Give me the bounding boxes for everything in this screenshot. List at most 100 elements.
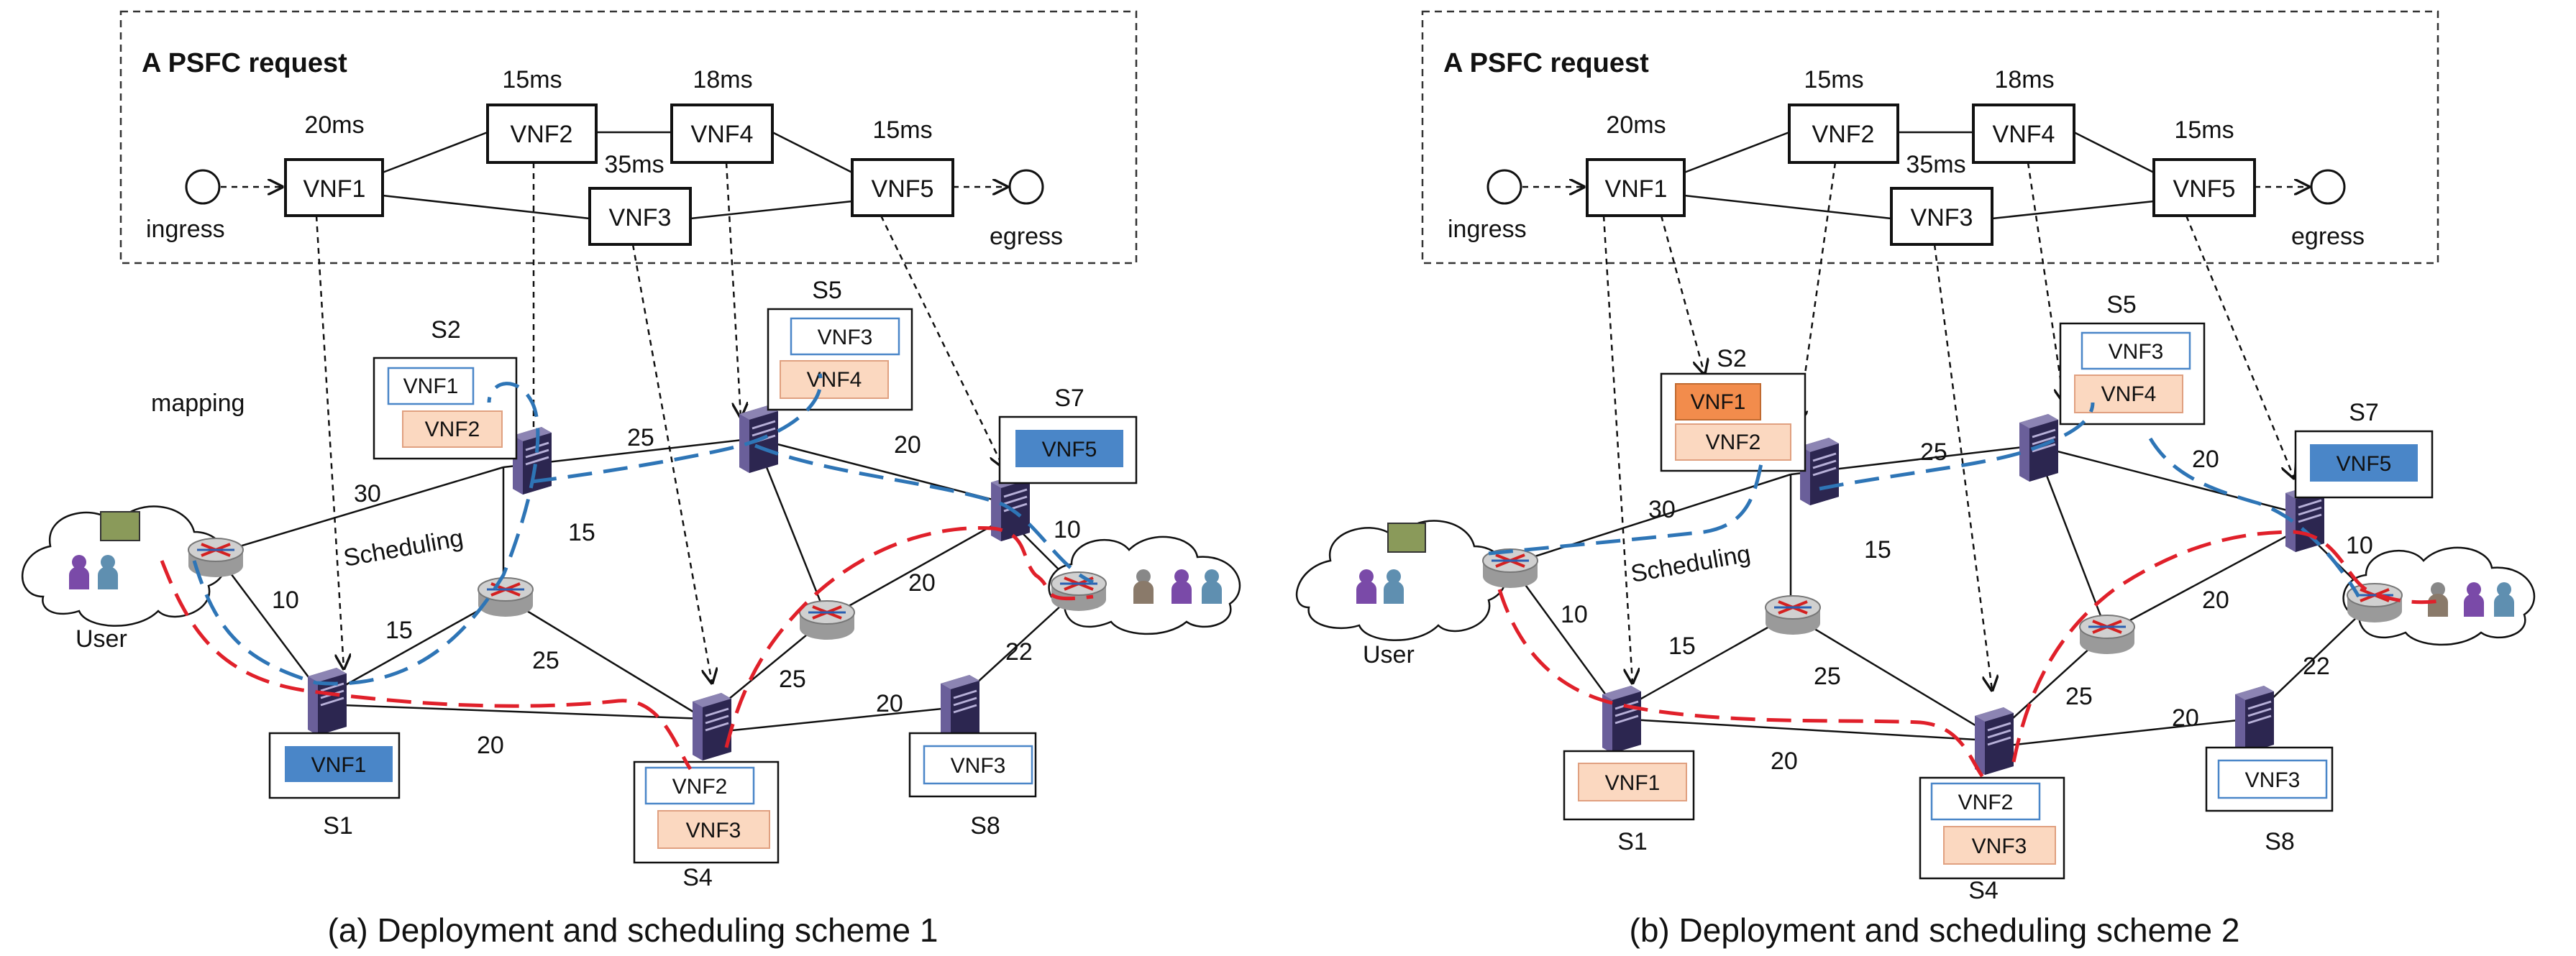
delay-vnf3: 35ms	[604, 151, 664, 178]
server-s7-label: S7	[1054, 385, 1084, 412]
psfc-request-box	[119, 10, 1138, 265]
vnf-slot	[644, 766, 755, 805]
router-icon	[798, 599, 856, 641]
vnf-slot-label: VNF2	[425, 418, 480, 441]
sfc-vnf1-label: VNF1	[303, 175, 366, 203]
vnf-slot-label: VNF1	[1691, 390, 1746, 414]
sfc-vnf1	[1586, 158, 1686, 217]
vnf-slot-label: VNF3	[2245, 768, 2301, 792]
caption-a: (a) Deployment and scheduling scheme 1	[328, 911, 938, 949]
request-title: A PSFC request	[142, 48, 347, 78]
sfc-vnf5-label: VNF5	[872, 175, 934, 203]
sfc-vnf2	[1788, 104, 1899, 164]
vnf-slot	[1015, 430, 1123, 467]
vnf-slot-label: VNF5	[1042, 438, 1097, 461]
scheduling-path-red	[160, 560, 693, 771]
vnf-slot-label: VNF2	[672, 775, 728, 799]
panel-a: A PSFC request ingress egress VNF1 20ms …	[21, 10, 1241, 949]
scheduling-path-blue	[754, 443, 1094, 584]
scheduling-label: Scheduling	[342, 524, 465, 572]
router-icon	[2078, 614, 2136, 656]
sfc-vnf5	[851, 158, 954, 217]
server-s1-label: S1	[1617, 828, 1648, 855]
server-s8-label: S8	[2265, 828, 2295, 855]
link-weight: 10	[272, 587, 299, 614]
user-label: User	[76, 625, 127, 653]
scheduling-path-blue	[2148, 437, 2361, 598]
link-weight: 10	[1561, 601, 1588, 628]
terminal-icon	[1387, 523, 1426, 553]
egress-label: egress	[990, 223, 1063, 250]
sfc-vnf3	[1890, 187, 1993, 246]
sfc-vnf4-label: VNF4	[691, 121, 754, 148]
vnf-slot-label: VNF3	[818, 326, 873, 349]
sfc-vnf1-label: VNF1	[1605, 175, 1668, 203]
vnf-slot-label: VNF1	[311, 753, 367, 777]
router-icon	[1764, 594, 1822, 636]
link-weight: 20	[2202, 587, 2229, 614]
vnf-slot	[402, 410, 503, 448]
caption-b: (b) Deployment and scheduling scheme 2	[1630, 911, 2240, 949]
vnf-slot-label: VNF3	[951, 754, 1006, 778]
server-s4-label: S4	[682, 864, 713, 891]
delay-vnf2: 15ms	[1804, 66, 1863, 93]
panel-b: A PSFC request ingress egress VNF1 20ms …	[1296, 10, 2536, 949]
link-weight: 30	[354, 480, 381, 507]
server-s8-icon	[2234, 684, 2275, 755]
vnf-slot-label: VNF4	[807, 368, 862, 392]
link-weight: 25	[627, 424, 654, 451]
server-s1-icon	[1601, 684, 1643, 755]
egress-cloud	[2342, 546, 2536, 646]
vnf-slot	[1578, 763, 1687, 801]
link-weight: 15	[568, 519, 595, 546]
egress-node	[1008, 169, 1044, 205]
link-weight: 20	[477, 732, 504, 759]
vnf-slot	[2217, 759, 2328, 799]
scheduling-path-blue	[1819, 402, 2095, 491]
router-icon	[477, 576, 534, 618]
egress-cloud	[1048, 536, 1241, 635]
link-weight: 10	[2346, 532, 2373, 559]
link-weight: 20	[2172, 704, 2199, 732]
ingress-node	[185, 169, 221, 205]
vnf-slot-label: VNF2	[1958, 791, 2014, 814]
vnf-slot	[1675, 383, 1761, 420]
server-s2-label: S2	[431, 316, 461, 344]
vnf-slot-label: VNF5	[2337, 452, 2392, 476]
router-icon	[1050, 571, 1107, 612]
sfc-vnf3	[588, 187, 692, 246]
vnf-slot-label: VNF2	[1706, 431, 1761, 454]
sfc-vnf2	[486, 104, 598, 164]
ingress-node	[1486, 169, 1522, 205]
delay-vnf1: 20ms	[304, 111, 364, 139]
scheduling-path-blue	[1488, 459, 1764, 556]
vnf-slot	[923, 745, 1033, 785]
sfc-vnf3-label: VNF3	[609, 204, 672, 231]
link-weight: 22	[1005, 638, 1033, 666]
link-weight: 15	[1668, 633, 1696, 660]
vnf-slot	[2081, 331, 2191, 370]
link-weight: 25	[1920, 438, 1947, 466]
link-weight: 10	[1054, 516, 1081, 543]
delay-vnf5: 15ms	[872, 116, 932, 144]
link-weight: 15	[1864, 536, 1891, 564]
link-weight: 25	[532, 647, 559, 674]
vnf-slot	[780, 360, 889, 399]
link-weight: 15	[385, 617, 413, 644]
sfc-vnf2-label: VNF2	[1812, 121, 1875, 148]
vnf-slot-label: VNF3	[2109, 340, 2164, 364]
vnf-slot-label: VNF3	[686, 819, 741, 842]
ingress-label: ingress	[146, 216, 225, 243]
server-s5-label: S5	[812, 277, 842, 304]
sfc-vnf1	[284, 158, 384, 217]
server-s2-label: S2	[1717, 345, 1747, 372]
scheduling-path-red	[1497, 589, 1986, 781]
link-weight: 20	[2192, 446, 2219, 473]
sfc-vnf5	[2152, 158, 2256, 217]
terminal-icon	[100, 511, 140, 541]
delay-vnf4: 18ms	[1994, 66, 2054, 93]
sfc-vnf4	[670, 104, 774, 164]
sfc-vnf5-label: VNF5	[2173, 175, 2236, 203]
vnf-slot-label: VNF1	[1605, 771, 1661, 795]
scheduling-path-red	[2011, 530, 2446, 763]
